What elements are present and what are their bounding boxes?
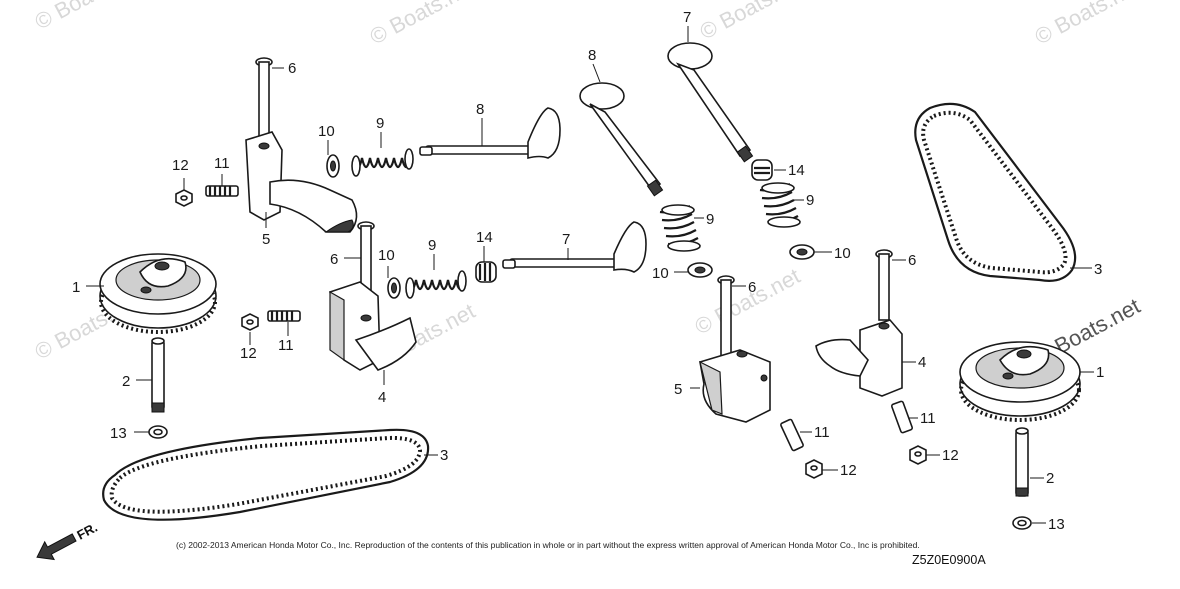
callout-labels: 1 2 13 3 5 6 12 11 10 9 8 6 4 10 9 14 7 …	[72, 9, 1104, 533]
watermark-text: © Boats.net	[1031, 0, 1145, 49]
callout-9-mid: 9	[428, 237, 436, 254]
spring-retainer-right[interactable]	[789, 244, 815, 260]
callout-7-mid: 7	[562, 231, 570, 248]
watermark-text: © Boats.net	[696, 0, 810, 44]
washer-right[interactable]	[1012, 516, 1032, 530]
callout-1-right: 1	[1096, 364, 1104, 381]
pivot-bolt-top[interactable]	[255, 57, 273, 139]
callout-6-top: 6	[288, 60, 296, 77]
callout-12-center: 12	[840, 462, 857, 479]
callout-12-right: 12	[942, 447, 959, 464]
callout-4-right: 4	[918, 354, 926, 371]
callout-12-mid: 12	[240, 345, 257, 362]
callout-9-right: 9	[806, 192, 814, 209]
rocker-arm-top[interactable]	[245, 131, 358, 233]
lock-nut-right[interactable]	[909, 445, 927, 465]
adjusting-screw-mid[interactable]	[267, 310, 301, 322]
callout-6-right: 6	[908, 252, 916, 269]
adjusting-screw-center[interactable]	[780, 418, 804, 452]
callout-13-left: 13	[110, 425, 127, 442]
pivot-bolt-right[interactable]	[875, 249, 893, 321]
callout-10-center: 10	[652, 265, 669, 282]
callout-11-top: 11	[214, 155, 230, 172]
callout-2-right: 2	[1046, 470, 1054, 487]
valve-spring-mid[interactable]	[405, 270, 467, 299]
callout-3-left: 3	[440, 447, 448, 464]
lock-nut-center[interactable]	[805, 459, 823, 479]
callout-11-mid: 11	[278, 337, 294, 354]
rocker-arm-right[interactable]	[815, 319, 903, 397]
spring-retainer-center[interactable]	[687, 262, 713, 278]
exhaust-valve-center[interactable]	[579, 82, 664, 197]
callout-7-top: 7	[683, 9, 691, 26]
watermark-text: © Boats.net	[366, 0, 480, 49]
exhaust-valve-top[interactable]	[419, 107, 561, 160]
callout-4-mid: 4	[378, 389, 386, 406]
callout-1-left: 1	[72, 279, 80, 296]
copyright-notice: (c) 2002-2013 American Honda Motor Co., …	[176, 540, 920, 550]
callout-5-top: 5	[262, 231, 270, 248]
diagram-code: Z5Z0E0900A	[912, 553, 986, 567]
adjusting-screw-right[interactable]	[890, 400, 914, 434]
callout-6-mid: 6	[330, 251, 338, 268]
callout-14-mid: 14	[476, 229, 493, 246]
timing-belt-left[interactable]	[102, 428, 430, 521]
callout-8-center: 8	[588, 47, 596, 64]
front-direction-indicator: FR.	[36, 520, 100, 561]
callout-2-left: 2	[122, 373, 130, 390]
valve-stem-seal-right[interactable]	[751, 159, 773, 181]
arrow-icon	[36, 533, 77, 561]
rocker-arm-mid[interactable]	[329, 281, 417, 371]
callout-5-mid: 5	[674, 381, 682, 398]
callout-9-center: 9	[706, 211, 714, 228]
shaft-left[interactable]	[151, 337, 165, 413]
valve-spring-right[interactable]	[759, 182, 801, 228]
lock-nut-top[interactable]	[175, 189, 193, 207]
callout-3-right: 3	[1094, 261, 1102, 278]
watermark-text: © Boats.net	[31, 0, 145, 34]
callout-6-center: 6	[748, 279, 756, 296]
spring-retainer-top[interactable]	[326, 154, 340, 178]
callout-8-top: 8	[476, 101, 484, 118]
camshaft-pulley-left[interactable]	[99, 253, 217, 334]
callout-leaders	[86, 26, 1094, 524]
callout-14-right: 14	[788, 162, 805, 179]
spring-retainer-mid[interactable]	[387, 277, 401, 299]
callout-9-top: 9	[376, 115, 384, 132]
callout-12-top: 12	[172, 157, 189, 174]
shaft-right[interactable]	[1015, 427, 1029, 497]
valve-spring-top[interactable]	[351, 148, 414, 177]
adjusting-screw-top[interactable]	[205, 185, 239, 197]
lock-nut-mid[interactable]	[241, 313, 259, 331]
callout-10-right: 10	[834, 245, 851, 262]
callout-10-mid: 10	[378, 247, 395, 264]
direction-label: FR.	[74, 520, 100, 543]
callout-13-right: 13	[1048, 516, 1065, 533]
washer-left[interactable]	[148, 425, 168, 439]
callout-11-center: 11	[814, 424, 830, 441]
pivot-bolt-center[interactable]	[717, 275, 735, 363]
rocker-arm-center[interactable]	[699, 349, 771, 423]
intake-valve-top[interactable]	[667, 42, 754, 163]
valve-spring-center[interactable]	[659, 204, 701, 252]
valve-stem-seal-mid[interactable]	[475, 261, 497, 283]
timing-belt-right[interactable]	[914, 102, 1077, 282]
callout-10-top: 10	[318, 123, 335, 140]
camshaft-pulley-right[interactable]	[959, 341, 1081, 422]
callout-11-right: 11	[920, 410, 936, 427]
intake-valve-mid[interactable]	[502, 221, 647, 273]
